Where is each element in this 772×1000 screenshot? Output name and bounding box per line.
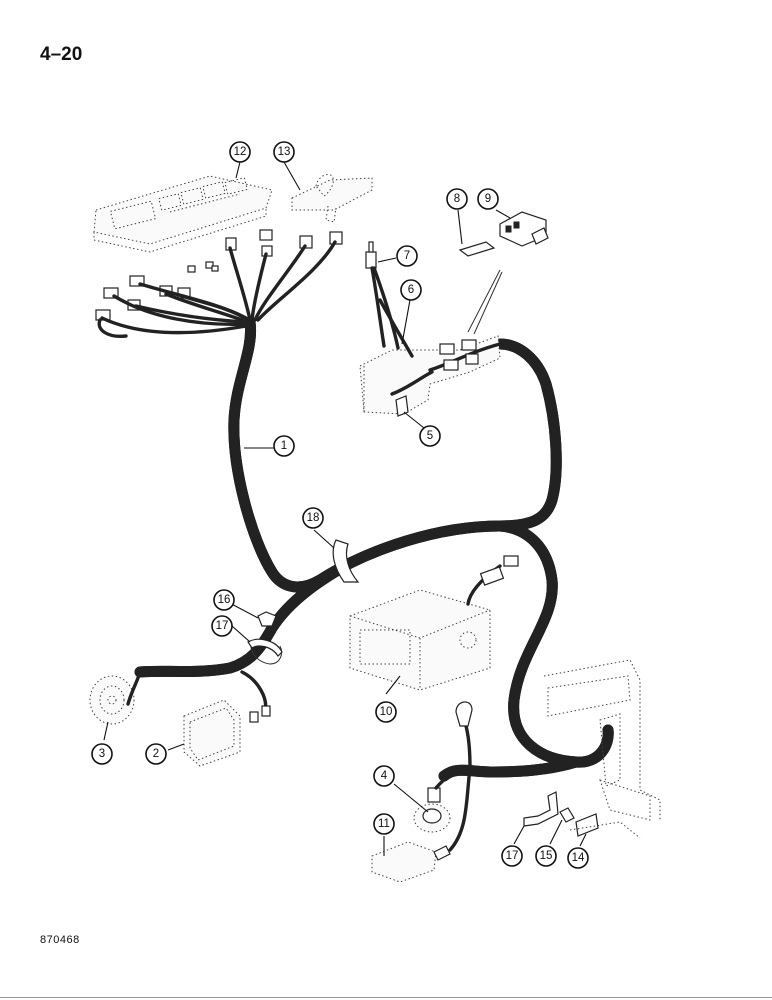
callout-label: 13 xyxy=(278,146,291,158)
bottom-rule xyxy=(0,997,772,998)
callout-label: 7 xyxy=(404,250,410,262)
callout-label: 6 xyxy=(408,284,414,296)
callout-17-lower: 17 xyxy=(501,845,523,867)
switch-housing xyxy=(359,241,503,417)
callout-label: 3 xyxy=(99,748,105,760)
callout-2: 2 xyxy=(145,743,167,765)
callout-label: 16 xyxy=(218,594,231,606)
callout-10: 10 xyxy=(375,701,397,723)
callout-15: 15 xyxy=(535,845,557,867)
work-lamp xyxy=(183,670,271,767)
callout-4: 4 xyxy=(373,765,395,787)
callout-label: 18 xyxy=(307,512,320,524)
callout-label: 12 xyxy=(234,146,247,158)
callout-label: 17 xyxy=(216,620,229,632)
callout-label: 14 xyxy=(572,852,585,864)
callout-12: 12 xyxy=(229,141,251,163)
terminal-and-connector xyxy=(458,211,549,257)
socket xyxy=(371,841,451,883)
callout-label: 8 xyxy=(454,193,460,205)
callout-label: 1 xyxy=(281,440,287,452)
console-panel xyxy=(291,173,373,223)
callout-5: 5 xyxy=(419,425,441,447)
cable-tie-assembly xyxy=(523,791,599,837)
harness-clips xyxy=(247,539,360,665)
callout-label: 2 xyxy=(153,748,159,760)
callout-1: 1 xyxy=(273,435,295,457)
callout-16: 16 xyxy=(213,589,235,611)
main-harness xyxy=(134,316,608,782)
callout-label: 9 xyxy=(485,193,491,205)
cab-frame xyxy=(543,659,661,839)
callout-13: 13 xyxy=(273,141,295,163)
callout-3: 3 xyxy=(91,743,113,765)
callout-label: 10 xyxy=(380,706,393,718)
callout-6: 6 xyxy=(400,279,422,301)
panel-wire-fan xyxy=(97,240,337,338)
key-switch xyxy=(413,701,473,852)
callout-11: 11 xyxy=(373,813,395,835)
control-box xyxy=(349,555,519,691)
figure-code: 870468 xyxy=(40,934,80,946)
horn xyxy=(89,670,142,725)
callout-label: 17 xyxy=(506,850,519,862)
callout-7: 7 xyxy=(396,245,418,267)
callout-label: 5 xyxy=(427,430,433,442)
callout-9: 9 xyxy=(477,188,499,210)
callout-label: 15 xyxy=(540,850,553,862)
callout-17-upper: 17 xyxy=(211,615,233,637)
callout-18: 18 xyxy=(302,507,324,529)
callout-label: 11 xyxy=(378,818,390,830)
callout-14: 14 xyxy=(567,847,589,869)
callout-label: 4 xyxy=(381,770,388,782)
callout-8: 8 xyxy=(446,188,468,210)
page-number: 4–20 xyxy=(40,44,83,65)
instrument-panel xyxy=(93,175,273,253)
leader-lines xyxy=(103,161,587,856)
